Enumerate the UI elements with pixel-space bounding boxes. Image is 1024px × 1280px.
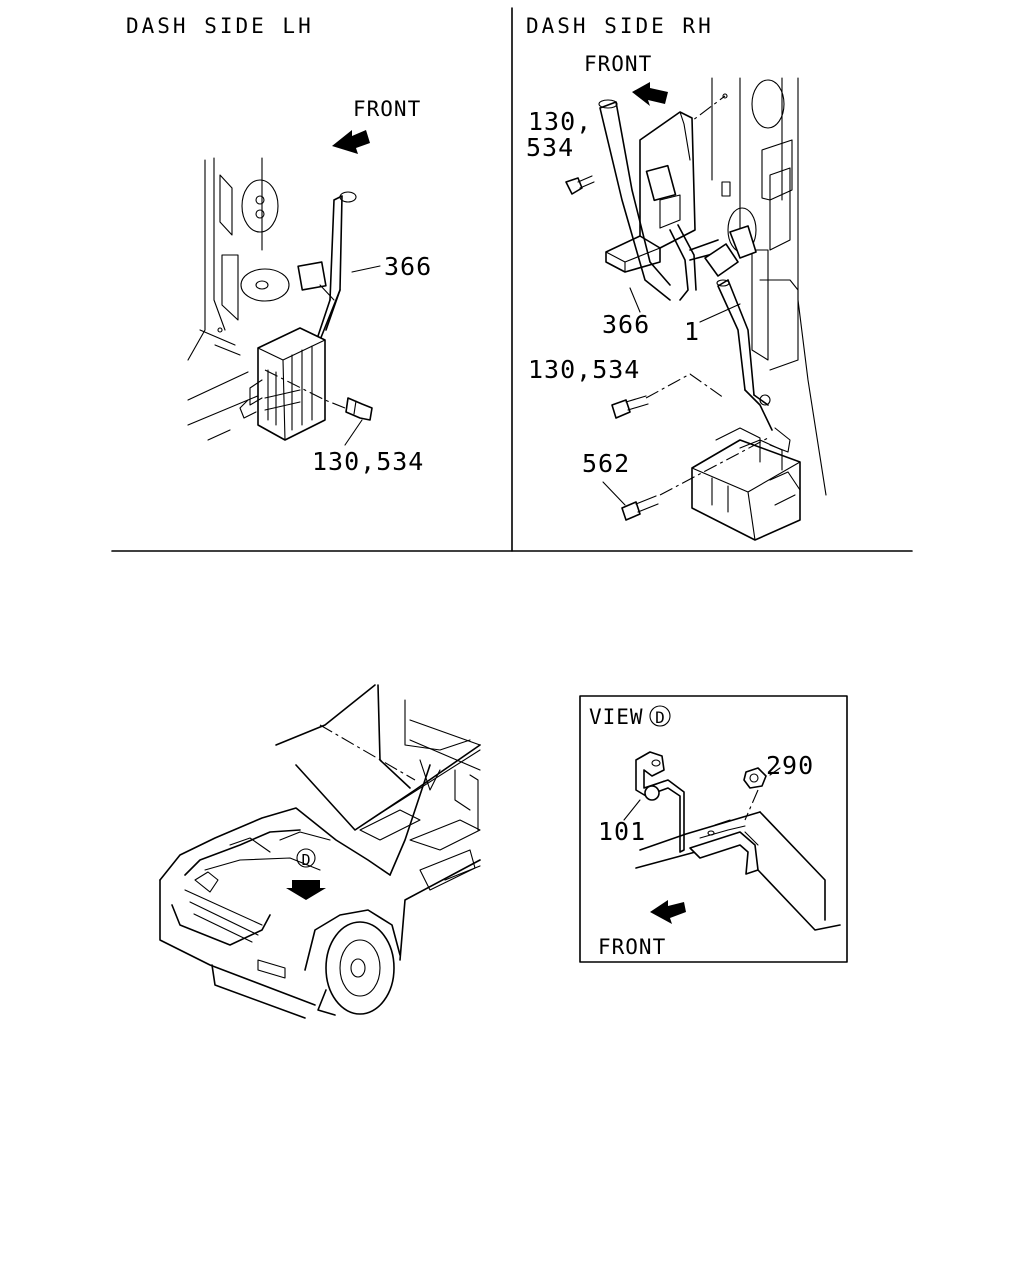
rh-bolt-top xyxy=(565,175,595,195)
lh-leader-bolt xyxy=(344,419,363,446)
lh-dash-panel xyxy=(187,157,290,441)
view-d-callout-290: 290 xyxy=(766,751,814,780)
view-d-marker-icon xyxy=(649,705,671,727)
rh-callout-1: 1 xyxy=(684,317,700,346)
lh-connector-block xyxy=(239,327,346,441)
rh-bolt-mid xyxy=(611,373,725,419)
view-d-clip xyxy=(635,751,685,853)
rh-callout-130: 130, xyxy=(528,107,592,136)
rh-callout-130-534: 130,534 xyxy=(528,355,640,384)
view-d-marker-letter: D xyxy=(655,708,665,727)
rh-relay-block xyxy=(659,427,801,541)
view-d-front-arrow-icon xyxy=(650,900,686,924)
lh-callout-366: 366 xyxy=(384,252,432,281)
view-direction-arrow-icon xyxy=(286,880,326,900)
view-d-frame-rail xyxy=(635,811,841,931)
rh-front-label: FRONT xyxy=(584,52,652,76)
rh-callout-366: 366 xyxy=(602,310,650,339)
lh-bolt xyxy=(345,397,373,421)
view-d-title: VIEW xyxy=(589,705,644,729)
view-d-nut xyxy=(743,767,767,821)
view-d-front-label: FRONT xyxy=(598,935,666,959)
lh-leader-366 xyxy=(351,265,381,273)
rh-leader-562 xyxy=(602,481,626,506)
view-d-leader-290 xyxy=(769,767,781,776)
panel-vehicle-overview: D xyxy=(159,684,481,1019)
lh-callout-130-534: 130,534 xyxy=(312,447,424,476)
rh-cable-1 xyxy=(716,279,791,453)
panel-lh-title: DASH SIDE LH xyxy=(126,14,314,38)
rh-front-arrow-icon xyxy=(632,82,668,106)
vehicle-view-marker-letter: D xyxy=(301,851,310,869)
rh-leader-1 xyxy=(699,303,741,323)
rh-leader-366 xyxy=(629,287,641,313)
lh-front-arrow-icon xyxy=(332,130,370,154)
view-d-callout-101: 101 xyxy=(598,817,646,846)
rh-callout-562: 562 xyxy=(582,449,630,478)
vehicle-view-marker-icon xyxy=(296,848,316,868)
view-d-leader-101 xyxy=(623,799,641,821)
rh-harness-366 xyxy=(598,99,757,301)
panel-view-d: VIEW D FRONT 101 2 xyxy=(579,695,848,963)
panel-rh-title: DASH SIDE RH xyxy=(526,14,714,38)
rh-callout-534: 534 xyxy=(526,133,574,162)
panel-dash-side-rh: DASH SIDE RH FRONT xyxy=(526,14,827,541)
panel-dividers xyxy=(111,7,913,552)
view-d-frame xyxy=(579,695,848,963)
panel-dash-side-lh: DASH SIDE LH FRONT xyxy=(126,14,432,476)
lh-front-label: FRONT xyxy=(353,97,421,121)
rh-bolt-low xyxy=(621,495,659,521)
